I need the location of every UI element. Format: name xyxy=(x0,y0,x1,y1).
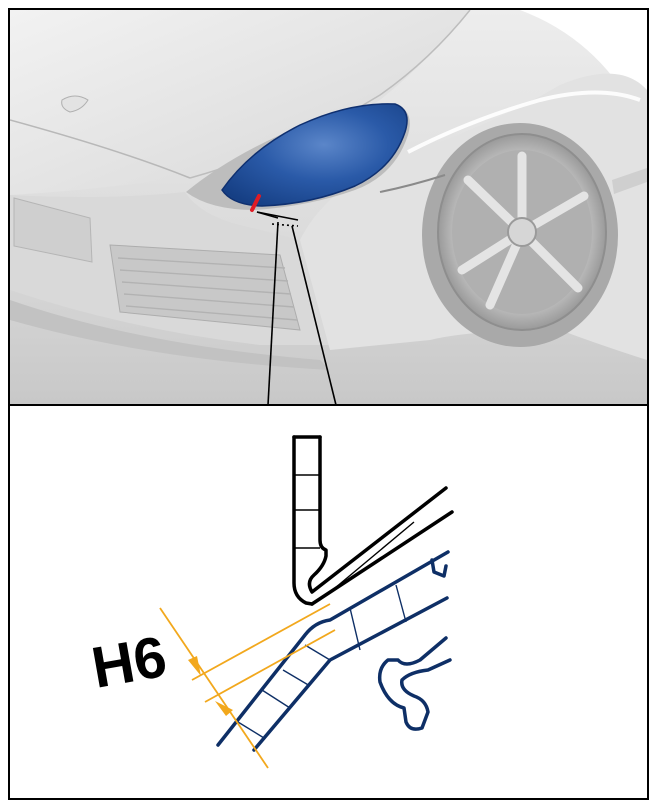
headlamp-profile xyxy=(216,550,452,752)
body-panel-profile xyxy=(292,435,454,606)
dimension-arrows xyxy=(188,656,233,716)
section-detail: H6 xyxy=(87,435,454,769)
section-marker-icon xyxy=(250,194,261,212)
callout-leader xyxy=(256,211,337,406)
dimension-label: H6 xyxy=(87,624,171,701)
dimension-lines xyxy=(159,603,336,769)
car-front-quarter-icon xyxy=(10,10,647,404)
headlamp xyxy=(221,103,408,207)
